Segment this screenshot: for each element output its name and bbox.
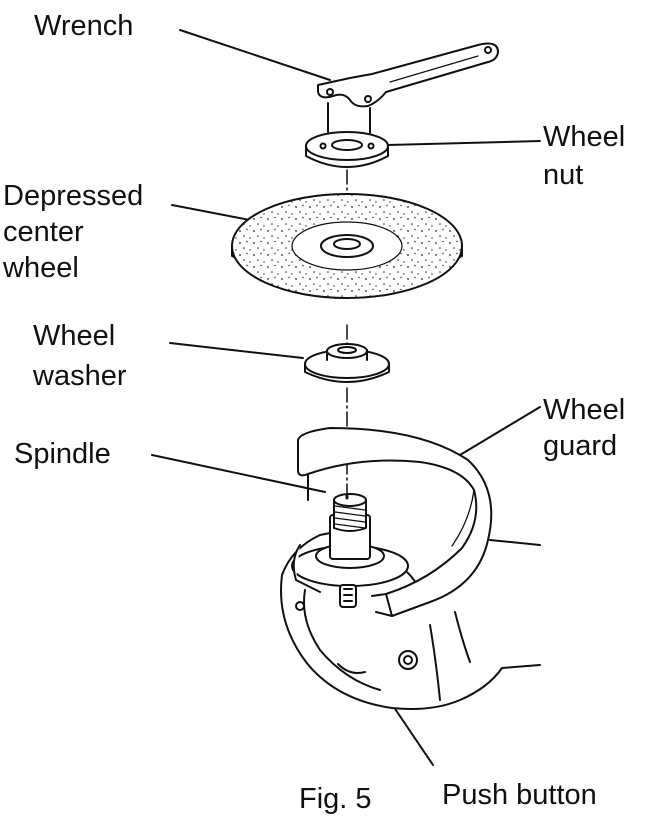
label-wheel-nut-line2: nut (543, 159, 584, 191)
label-depressed-center-wheel-line2: center (3, 216, 84, 248)
spindle-leader (151, 454, 326, 493)
label-depressed-center-wheel-line3: wheel (3, 252, 79, 284)
wrench (317, 42, 499, 135)
label-wheel-washer-line1: Wheel (33, 320, 116, 352)
figure-caption: Fig. 5 (299, 783, 372, 815)
wheel-nut-leader (387, 140, 541, 146)
wheel-nut (305, 131, 389, 168)
wheel-guard (297, 427, 493, 617)
label-wheel-guard-line1: Wheel (543, 394, 626, 426)
label-push-button: Push button (442, 779, 597, 811)
label-wheel-guard-line2: guard (543, 430, 618, 462)
wheel-washer-leader (169, 342, 304, 359)
spindle (291, 493, 409, 608)
wheel-washer (304, 343, 390, 383)
depressed-center-wheel (231, 193, 463, 299)
label-depressed-center-wheel-line1: Depressed (3, 180, 144, 212)
label-wrench: Wrench (34, 10, 134, 42)
label-spindle: Spindle (14, 438, 111, 470)
wrench-leader (179, 29, 331, 81)
label-wheel-nut-line1: Wheel (543, 121, 626, 153)
label-wheel-washer-line2: washer (33, 360, 127, 392)
wheel-guard-leader (454, 406, 541, 459)
depressed-wheel-leader (171, 204, 261, 223)
